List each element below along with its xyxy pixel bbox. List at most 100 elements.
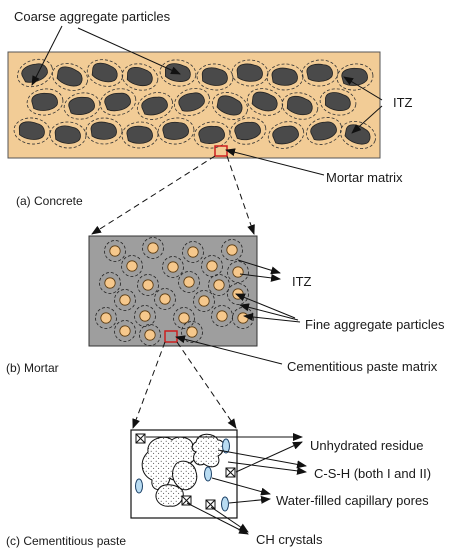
coarse-itz-outline (13, 117, 51, 145)
fine-aggregate-particle (142, 279, 154, 291)
fine-itz-ring (114, 320, 136, 342)
itz-arrow-2 (351, 105, 383, 134)
fine-itz-ring (182, 241, 204, 263)
coarse-aggregate-particle (54, 125, 81, 144)
fine-itz-ring (181, 321, 203, 343)
coarse-itz-outline (157, 117, 195, 145)
ch-arrow-1 (186, 502, 249, 535)
coarse-aggregate-particle (306, 63, 333, 82)
fine-aggregate-particle (144, 329, 156, 341)
paste-matrix-arrow (175, 335, 283, 365)
coarse-aggregate-particle (126, 125, 153, 144)
itz-arrow-b2 (239, 273, 281, 282)
coarse-itz-outline (267, 121, 305, 149)
coarse-aggregate-particle (104, 92, 131, 112)
fine-aggregate-particle (216, 310, 228, 322)
coarse-itz-outline (336, 63, 374, 91)
fine-aggregate-label: Fine aggregate particles (305, 317, 445, 332)
coarse-aggregate-particle (162, 121, 189, 140)
zoom-lines-concrete-to-mortar (91, 155, 255, 235)
fine-aggregate-particle (104, 277, 116, 289)
fine-aggregate-particle (206, 260, 218, 272)
fine-itz-ring (208, 274, 230, 296)
capillary-pores (135, 438, 230, 512)
fine-aggregate-particle (119, 294, 131, 306)
coarse-aggregate-particle (236, 63, 263, 82)
fine-aggregate-particle (232, 266, 244, 278)
coarse-aggregate-particle (126, 67, 153, 87)
coarse-aggregate-particle (201, 67, 228, 86)
coarse-itz-outline (229, 117, 267, 145)
fine-aggregate-particle (139, 310, 151, 322)
fine-aggregate-particle (213, 279, 225, 291)
coarse-itz-outline (281, 92, 319, 120)
fine-aggregate-particle (226, 244, 238, 256)
pore-1 (222, 438, 230, 454)
fine-itz-ring (232, 307, 254, 329)
fine-itz-ring (193, 290, 215, 312)
coarse-aggregate-particle (18, 121, 45, 140)
coarse-aggregate-particle (141, 96, 168, 116)
pores-arrow-1 (211, 477, 271, 496)
csh-arrow-1 (217, 449, 307, 469)
fine-aggregate-particle (186, 326, 198, 338)
coarse-itz-outline (99, 88, 137, 116)
csh-blob-2 (191, 433, 225, 468)
coarse-itz-outline (86, 59, 124, 87)
coarse-arrow-2 (77, 27, 181, 75)
fine-itz-ring (104, 240, 126, 262)
fine-aggregate-particle (198, 295, 210, 307)
fine-itz-ring (227, 283, 249, 305)
concrete-panel: Coarse aggregate particles ITZ Mortar ma… (7, 9, 413, 208)
coarse-aggregate-particle (91, 62, 118, 83)
mortar-leader-lines (175, 259, 301, 365)
coarse-aggregate-particle (68, 96, 95, 115)
paste-leader-lines (146, 433, 307, 535)
fine-aggregate-particle (187, 246, 199, 258)
fine-aggregate-particle (178, 312, 190, 324)
ch-crystal-1 (135, 433, 146, 444)
coarse-itz-outline (340, 120, 376, 150)
pores-arrow-2 (228, 495, 271, 504)
fine-itz-ring (99, 272, 121, 294)
fine-aggregate-particle (119, 325, 131, 337)
coarse-aggregate-particle (31, 92, 58, 111)
coarse-aggregate-label: Coarse aggregate particles (14, 9, 171, 24)
mortar-itz-label: ITZ (292, 274, 312, 289)
coarse-itz-outline (121, 63, 159, 91)
coarse-itz-outline (266, 63, 304, 91)
coarse-itz-outline (17, 58, 53, 88)
coarse-aggregate-particle (178, 92, 205, 112)
unhydrated-arrow-2 (235, 441, 303, 473)
coarse-itz-outline (306, 117, 342, 145)
fine-itz-ring (162, 256, 184, 278)
ch-crystal-3 (181, 495, 192, 506)
pores-label: Water-filled capillary pores (276, 493, 429, 508)
concrete-caption: (a) Concrete (16, 194, 83, 208)
coarse-arrow-1 (31, 25, 63, 86)
fine-aggregate-particle (147, 242, 159, 254)
fine-itz-ring (178, 271, 200, 293)
fine-aggregate-particle (126, 260, 138, 272)
mortar-matrix-label: Mortar matrix (326, 170, 403, 185)
coarse-itz-outline (159, 59, 197, 87)
csh-arrow-2 (227, 461, 307, 475)
coarse-aggregate-particle (216, 95, 243, 116)
csh-label: C-S-H (both I and II) (314, 466, 431, 481)
coarse-aggregate-particle (234, 121, 261, 141)
fine-aggregate-particle (159, 293, 171, 305)
fine-itz-ring (201, 255, 223, 277)
fine-aggregate-particle (237, 312, 249, 324)
csh-blob-3 (155, 484, 184, 507)
coarse-aggregate-group (13, 58, 376, 150)
coarse-aggregate-particle (286, 95, 313, 116)
fine-itz-ring (227, 261, 249, 283)
pore-2 (204, 466, 212, 482)
fine-itz-ring (114, 289, 136, 311)
coarse-itz-outline (193, 121, 231, 149)
paste-matrix-label: Cementitious paste matrix (287, 359, 438, 374)
ch-crystal-2 (225, 467, 236, 478)
coarse-aggregate-particle (272, 125, 299, 145)
coarse-aggregate-particle (56, 66, 83, 87)
